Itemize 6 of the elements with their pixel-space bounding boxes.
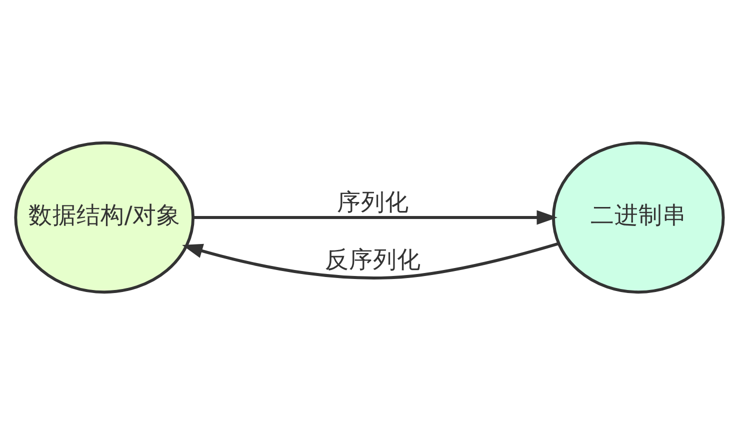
- node-ellipse: 二进制串: [552, 140, 725, 294]
- edge-label: 序列化: [337, 187, 410, 216]
- arrow: [194, 210, 558, 224]
- arrow: [182, 242, 560, 279]
- edge-label: 反序列化: [325, 244, 422, 273]
- node-ellipse: 数据结构/对象: [14, 140, 195, 294]
